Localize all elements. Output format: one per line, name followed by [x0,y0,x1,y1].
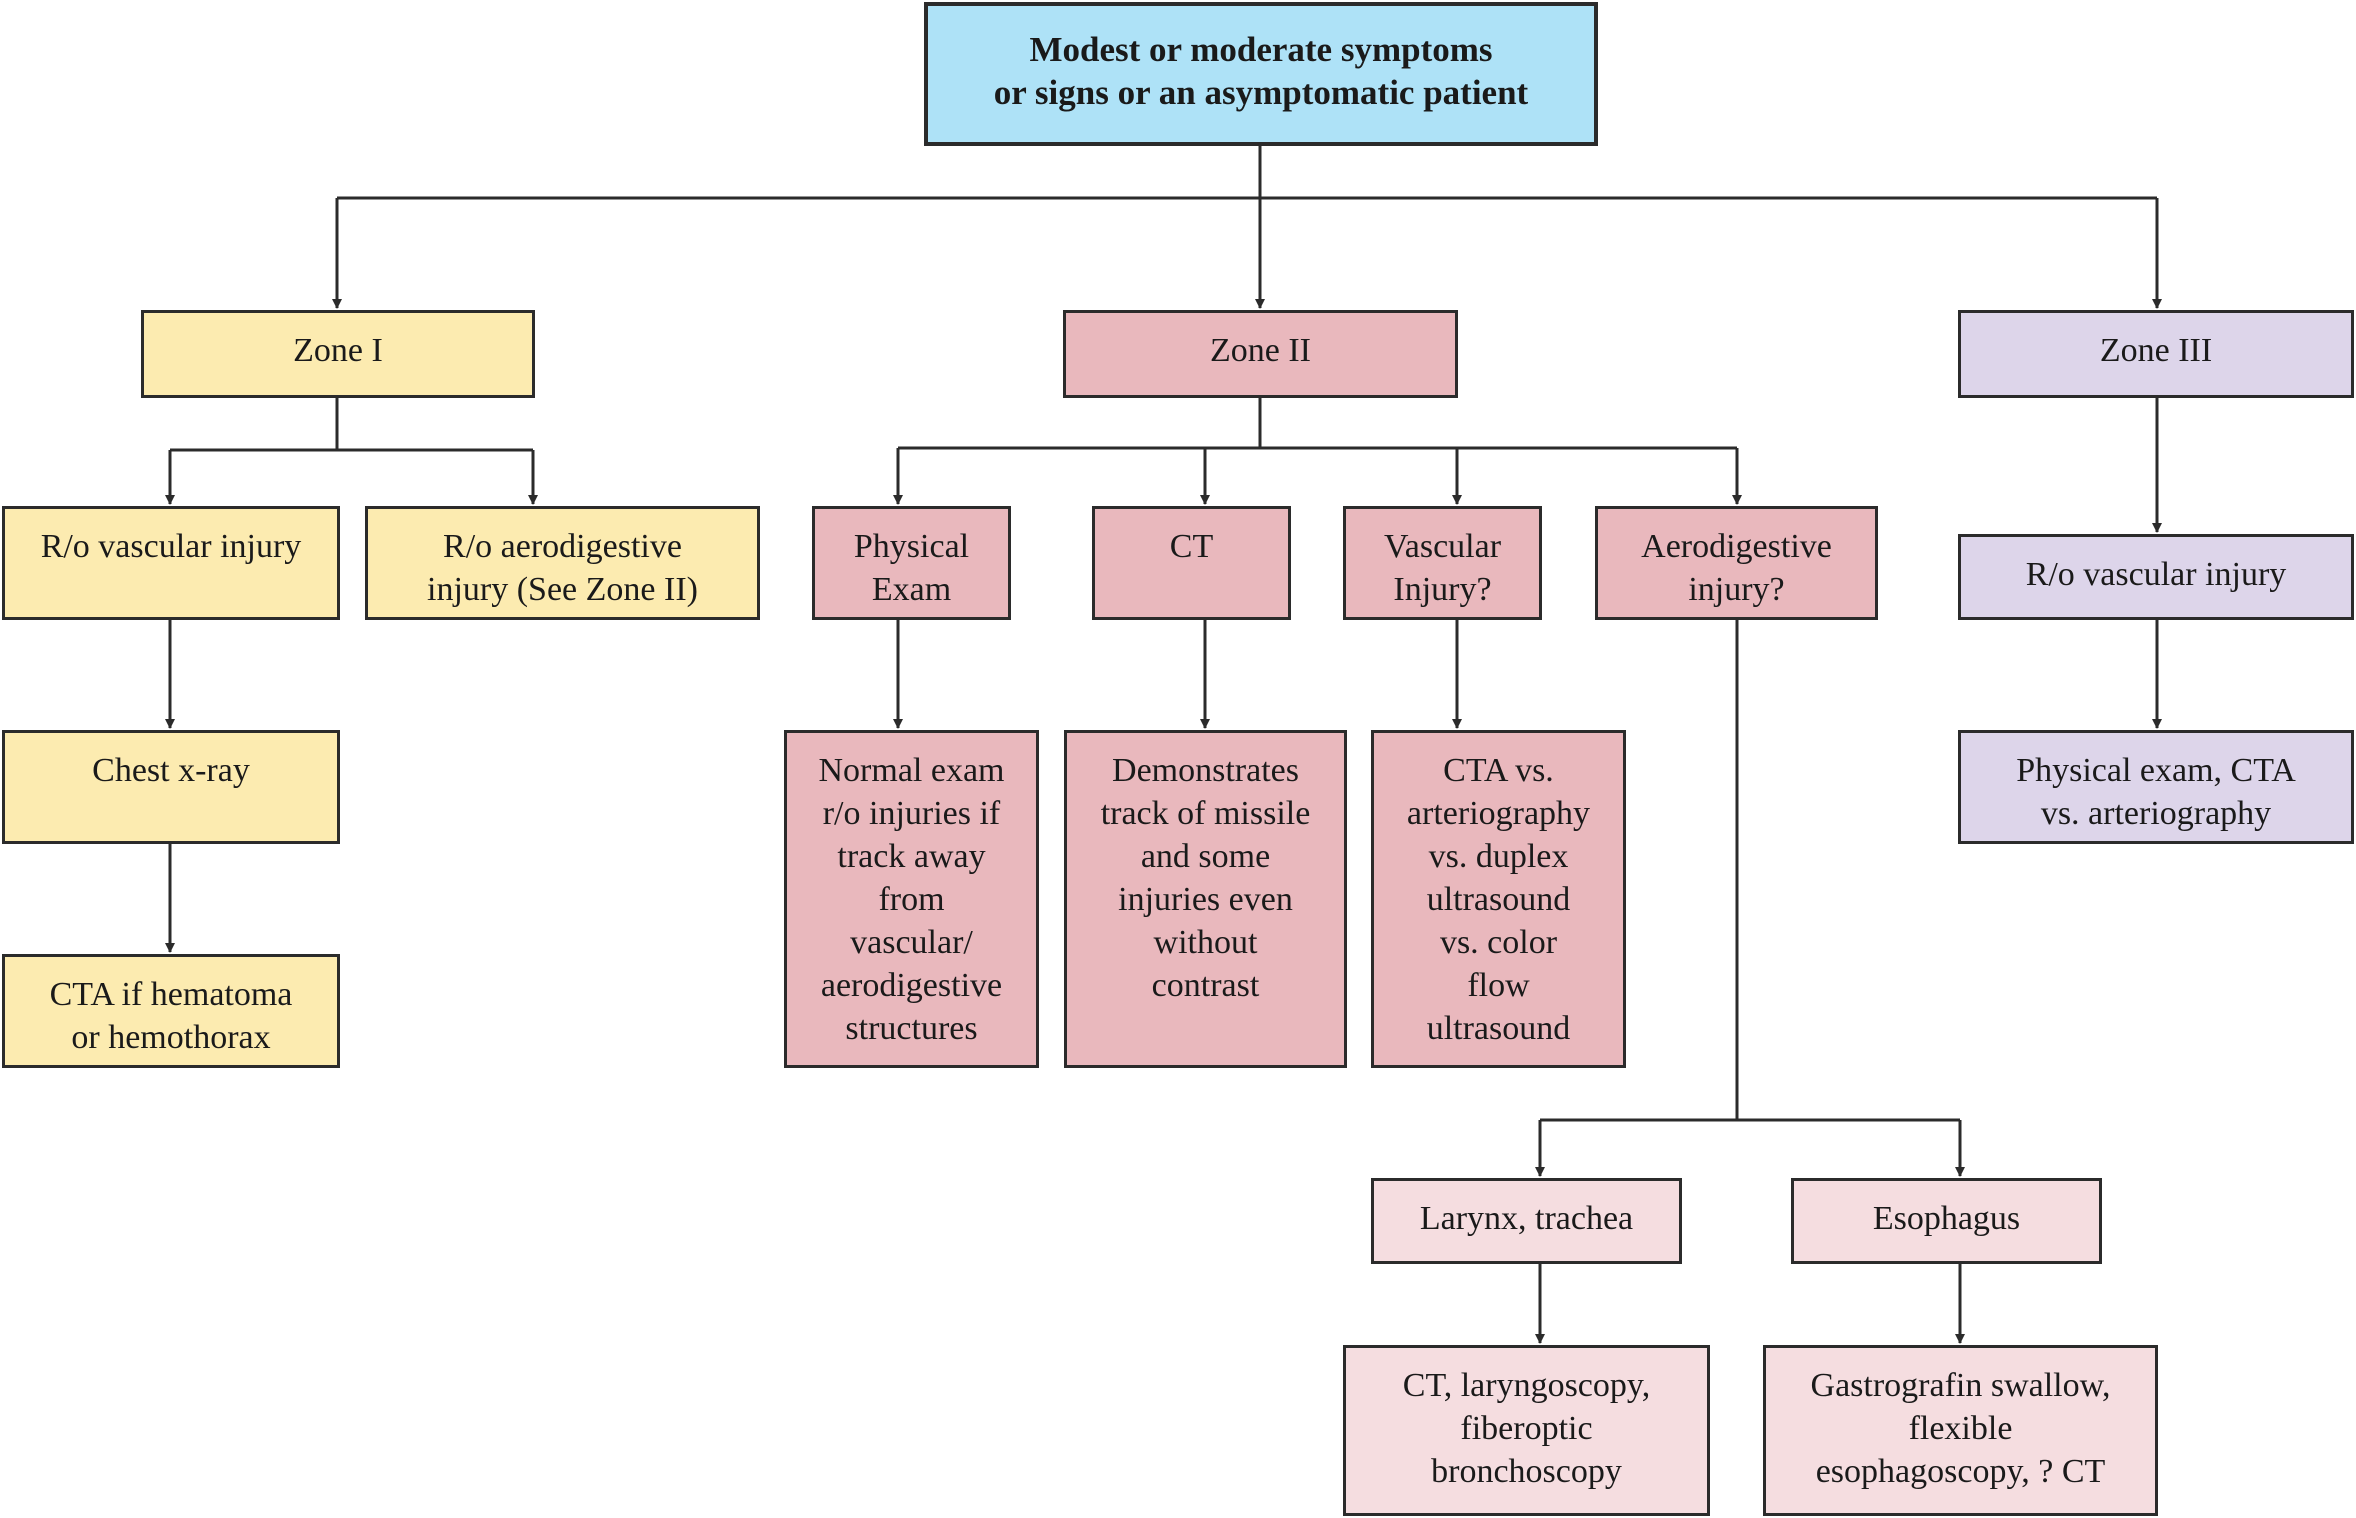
ct-node: CT [1092,506,1291,620]
vascular-injury-node: Vascular Injury? [1343,506,1542,620]
zone-i-title: Zone I [293,332,383,369]
esophagus-node: Esophagus [1791,1178,2102,1264]
zone-iii-vascular-label: R/o vascular injury [2025,556,2287,593]
aerodigestive-injury-node: Aerodigestive injury? [1595,506,1878,620]
vascular-result-node: CTA vs. arteriography vs. duplex ultraso… [1371,730,1626,1068]
normal-exam-label: Normal exam r/o injuries if track away f… [818,752,1005,1047]
esophagus-label: Esophagus [1872,1200,2021,1237]
root-node: Modest or moderate symptoms or signs or … [924,2,1598,146]
vascular-result-label: CTA vs. arteriography vs. duplex ultraso… [1406,752,1591,1047]
zone-iii-result-label: Physical exam, CTA vs. arteriography [2016,752,2296,832]
zone-ii-title: Zone II [1209,332,1311,369]
chest-xray-node: Chest x-ray [2,730,340,844]
root-label: Modest or moderate symptoms or signs or … [993,30,1529,112]
physical-exam-label: Physical Exam [853,528,970,608]
physical-exam-node: Physical Exam [812,506,1011,620]
zone-i-cta-label: CTA if hematoma or hemothorax [49,976,293,1056]
larynx-trachea-label: Larynx, trachea [1419,1200,1634,1237]
larynx-trachea-node: Larynx, trachea [1371,1178,1682,1264]
ct-result-label: Demonstrates track of missile and some i… [1100,752,1311,1004]
esophagus-result-label: Gastrografin swallow, flexible esophagos… [1810,1367,2111,1490]
zone-i-aerodigestive-node: R/o aerodigestive injury (See Zone II) [365,506,760,620]
esophagus-result-node: Gastrografin swallow, flexible esophagos… [1763,1345,2158,1516]
ct-result-node: Demonstrates track of missile and some i… [1064,730,1347,1068]
zone-i-aerodigestive-label: R/o aerodigestive injury (See Zone II) [427,528,698,608]
chest-xray-label: Chest x-ray [92,752,250,789]
zone-iii-vascular-node: R/o vascular injury [1958,534,2354,620]
zone-ii-node: Zone II [1063,310,1458,398]
ct-label: CT [1169,528,1214,565]
zone-iii-result-node: Physical exam, CTA vs. arteriography [1958,730,2354,844]
zone-i-cta-node: CTA if hematoma or hemothorax [2,954,340,1068]
zone-i-node: Zone I [141,310,535,398]
larynx-result-node: CT, laryngoscopy, fiberoptic bronchoscop… [1343,1345,1710,1516]
larynx-result-label: CT, laryngoscopy, fiberoptic bronchoscop… [1402,1367,1651,1490]
aerodigestive-injury-label: Aerodigestive injury? [1641,528,1832,608]
zone-iii-node: Zone III [1958,310,2354,398]
vascular-injury-label: Vascular Injury? [1383,528,1502,608]
zone-i-vascular-node: R/o vascular injury [2,506,340,620]
zone-i-vascular-label: R/o vascular injury [40,528,302,565]
normal-exam-node: Normal exam r/o injuries if track away f… [784,730,1039,1068]
zone-iii-title: Zone III [2099,332,2213,369]
